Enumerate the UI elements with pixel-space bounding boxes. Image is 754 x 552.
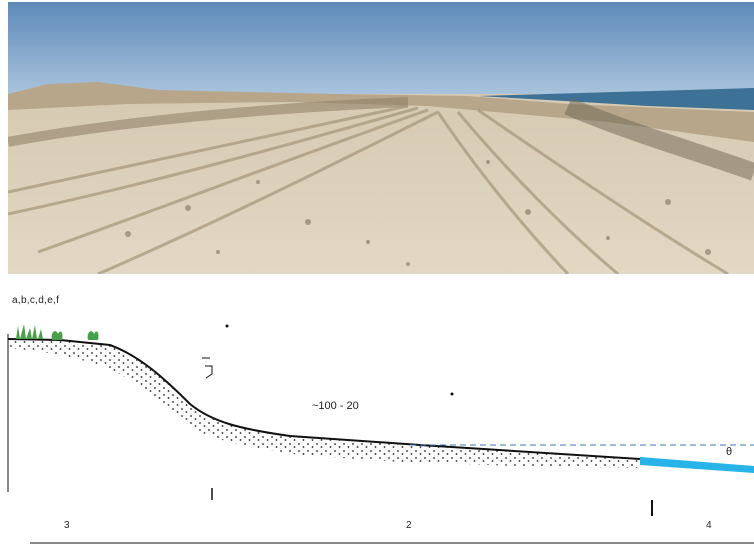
beach-profile-line: [7, 338, 641, 460]
beach-profile-diagram: a,b,c,d,e,f ~100 - 20 θ 3 2 4: [0, 274, 754, 547]
sky: [8, 2, 754, 94]
zone-label: 4: [706, 520, 712, 531]
beach-photo-illustration: [8, 2, 754, 274]
vegetation-icon: [16, 324, 99, 340]
marker-dot: [225, 324, 229, 328]
zone-label: 2: [406, 520, 412, 531]
profile-svg: [7, 324, 754, 544]
beach-photo: [8, 2, 754, 274]
water-body: [640, 457, 754, 473]
debris: [125, 160, 711, 266]
wrack-line-right: [564, 97, 754, 181]
marker-dot: [450, 392, 454, 396]
angle-label: θ: [726, 446, 733, 458]
sea: [478, 88, 754, 110]
tire-tracks: [8, 104, 729, 274]
wrack-line-left: [8, 97, 409, 147]
slope-angle-mark: [202, 357, 213, 379]
slope-label: ~100 - 20: [312, 400, 359, 412]
zone-label: 3: [64, 520, 70, 531]
dunes: [8, 82, 754, 142]
diagram-title: a,b,c,d,e,f: [12, 295, 60, 306]
